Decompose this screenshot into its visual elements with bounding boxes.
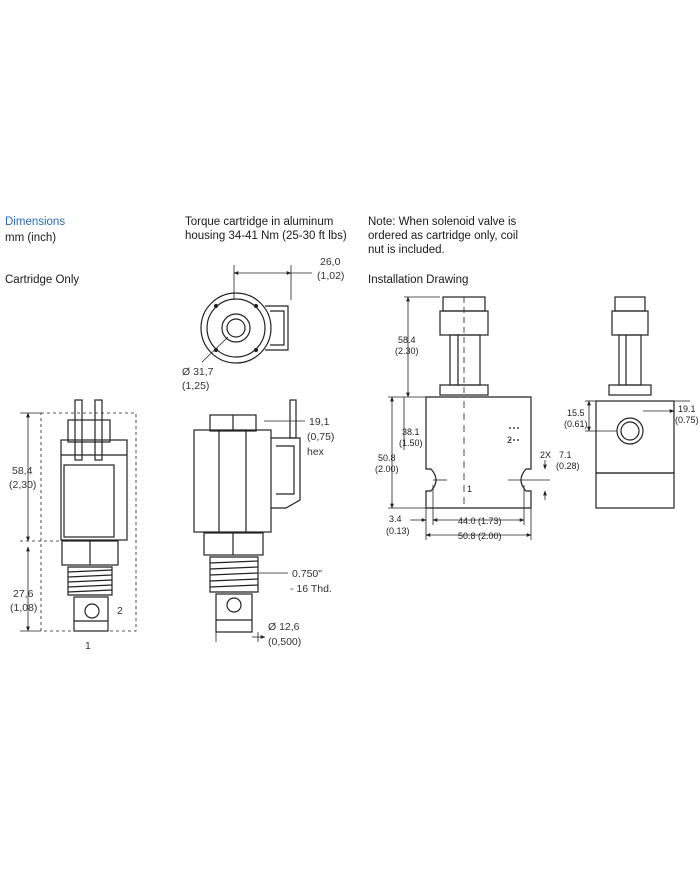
cartridge-note-line-1: Note: When solenoid valve is [368,216,517,228]
left-port-2: 2 [117,605,123,617]
coil-width-in: (1,02) [317,270,344,282]
cartridge-left-view [40,399,137,632]
inst-hole-mm: 7.1 [559,450,572,460]
inst-offset-in: (0.13) [386,526,410,536]
thread-size: 0.750" [292,568,322,580]
cartridge-only-label: Cartridge Only [5,274,80,286]
nose-dia-in: (0,500) [268,636,301,648]
inst-port-1: 1 [467,484,472,494]
inst-outer-width: 50.8 (2.00) [458,531,502,541]
coil-side-view [193,399,301,633]
torque-note-line-1: Torque cartridge in aluminum [185,216,334,228]
left-height-mm: 58,4 [12,465,33,477]
installation-drawing-label: Installation Drawing [368,274,469,286]
side-right-mm: 19.1 [678,404,696,414]
units-label: mm (inch) [5,232,57,244]
coil-width-mm: 26,0 [320,256,341,268]
left-lower-mm: 27,6 [13,588,34,600]
cartridge-note-line-2: ordered as cartridge only, coil [368,230,518,242]
coil-side-dimensions [215,420,305,642]
installation-front-dimensions [388,296,547,540]
coil-dia-in: (1,25) [182,380,209,392]
left-lower-in: (1,08) [10,602,37,614]
side-hex-label: hex [307,446,325,458]
dimensions-title: Dimensions [5,216,66,228]
installation-side-view [595,296,675,509]
side-top-in: (0.61) [564,419,588,429]
inst-inner-width: 44.0 (1.73) [458,516,502,526]
inst-holes-count: 2X [540,450,551,460]
inst-upper-height-mm: 38.1 [402,427,420,437]
installation-front-view [425,296,550,509]
coil-dia-mm: Ø 31,7 [182,366,214,378]
cartridge-left-dimensions [20,412,60,632]
side-hex-mm: 19,1 [309,416,330,428]
coil-top-dimensions [201,265,312,363]
side-top-mm: 15.5 [567,408,585,418]
left-height-in: (2,30) [9,479,36,491]
coil-top-view [200,292,289,364]
inst-port-2: 2 [507,435,512,445]
left-port-1: 1 [85,640,91,652]
inst-block-height-in: (2.00) [375,464,399,474]
torque-note-line-2: housing 34-41 Nm (25-30 ft lbs) [185,230,347,242]
nose-dia-mm: Ø 12,6 [268,621,300,633]
installation-side-dimensions [585,400,690,432]
cartridge-note-line-3: nut is included. [368,244,445,256]
inst-hole-in: (0.28) [556,461,580,471]
side-right-in: (0.75) [675,415,699,425]
inst-block-height-mm: 50.8 [378,453,396,463]
side-hex-in: (0,75) [307,431,334,443]
inst-total-height-in: (2.30) [395,346,419,356]
thread-pitch: - 16 Thd. [290,583,332,595]
inst-offset-mm: 3.4 [389,514,402,524]
inst-upper-height-in: (1.50) [399,438,423,448]
inst-total-height-mm: 58.4 [398,335,416,345]
